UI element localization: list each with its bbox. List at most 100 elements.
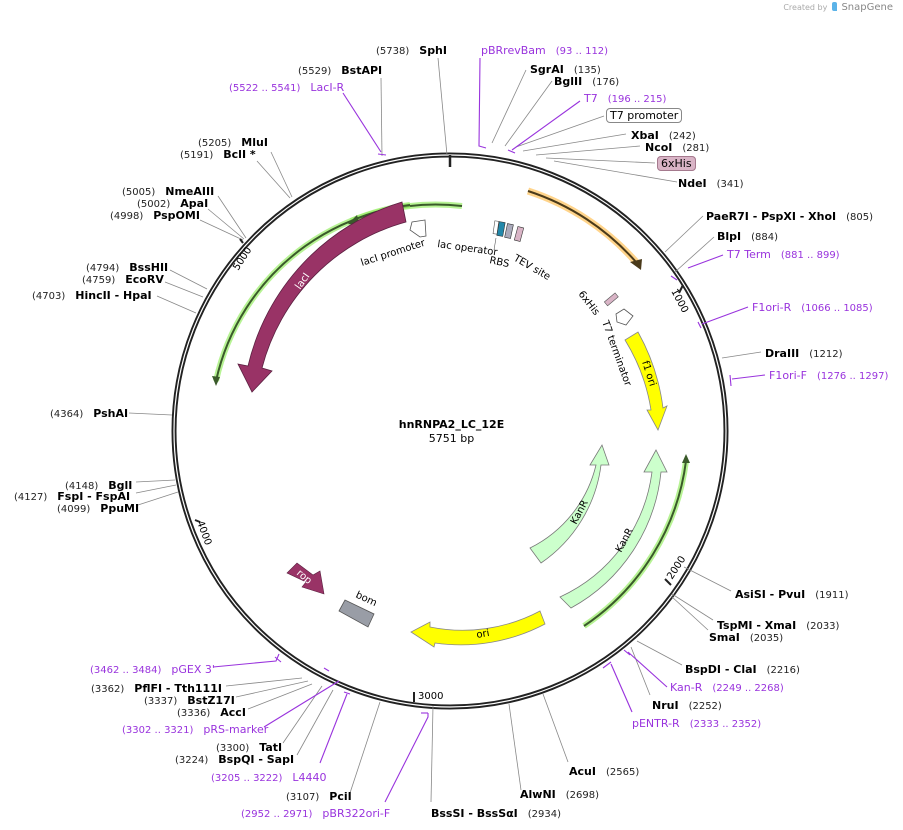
enzyme-label[interactable]: AsiSI - PvuI(1911)	[735, 588, 849, 602]
enzyme-label[interactable]: AlwNI(2698)	[520, 788, 599, 802]
label-name: BstZ17I	[187, 694, 235, 707]
primer-label[interactable]: F1ori-R(1066 .. 1085)	[752, 301, 873, 315]
plasmid-name: hnRNPA2_LC_12E	[398, 418, 505, 431]
label-position: (3224)	[175, 755, 209, 766]
enzyme-label[interactable]: (5738)SphI	[376, 44, 447, 58]
feature-f1-ori[interactable]: f1 ori	[624, 331, 668, 431]
label-position: (281)	[682, 143, 710, 154]
plasmid-length: 5751 bp	[428, 432, 475, 445]
enzyme-label[interactable]: (3336)AccI	[177, 706, 246, 720]
feature-rop[interactable]: rop	[286, 562, 325, 595]
label-position: (3362)	[91, 684, 125, 695]
feature-6xhis-t7term[interactable]: 6xHis T7 terminator	[576, 289, 634, 389]
label-name: PciI	[329, 790, 352, 803]
enzyme-label[interactable]: BlpI(884)	[717, 230, 778, 244]
enzyme-label[interactable]: (3107) PciI	[286, 790, 352, 804]
enzyme-label[interactable]: (5005)NmeAIII	[122, 185, 214, 199]
enzyme-label[interactable]: (3362)PflFI - Tth111I	[91, 682, 222, 696]
label-name: XbaI	[631, 129, 659, 142]
label-position: (4364)	[50, 409, 84, 420]
primer-label[interactable]: (2952 .. 2971)pBR322ori-F	[241, 807, 390, 821]
label-position: (2952 .. 2971)	[241, 809, 313, 820]
label-position: (341)	[716, 179, 744, 190]
label-position: (2035)	[749, 633, 784, 644]
label-position: (5529)	[298, 66, 332, 77]
primer-label[interactable]: T7 Term (881 .. 899)	[727, 248, 840, 262]
label-position: (1066 .. 1085)	[801, 303, 873, 314]
enzyme-label[interactable]: SgrAI(135)	[530, 63, 601, 77]
label-name: HincII - HpaI	[75, 289, 152, 302]
label-name: DraIII	[765, 347, 800, 360]
enzyme-label[interactable]: (4364)PshAI	[50, 407, 128, 421]
enzyme-label[interactable]: SmaI(2035)	[709, 631, 783, 645]
label-position: (4127)	[14, 492, 48, 503]
label-name: BclI *	[223, 148, 256, 161]
enzyme-label[interactable]: AcuI(2565)	[569, 765, 639, 779]
enzyme-label[interactable]: NruI(2252)	[652, 699, 722, 713]
label-position: (4794)	[86, 263, 120, 274]
enzyme-label[interactable]: DraIII (1212)	[765, 347, 843, 361]
feature-bom[interactable]: bom	[338, 590, 379, 628]
feature-box-label[interactable]: T7 promoter	[606, 108, 683, 123]
enzyme-label[interactable]: (4998)PspOMI	[110, 209, 200, 223]
feature-ori[interactable]: ori	[410, 610, 546, 648]
enzyme-label[interactable]: TspMI - XmaI(2033)	[717, 619, 839, 633]
enzyme-label[interactable]: NcoI(281)	[645, 141, 709, 155]
enzyme-label[interactable]: (5529)BstAPI	[298, 64, 382, 78]
label-name: BglI	[108, 479, 133, 492]
enzyme-label[interactable]: NdeI(341)	[678, 177, 744, 191]
primer-label[interactable]: (3205 .. 3222)L4440	[211, 771, 327, 785]
label-name: T7 Term	[727, 248, 771, 261]
label-position: (3462 .. 3484)	[90, 665, 162, 676]
feature-box-label[interactable]: 6xHis	[657, 156, 696, 171]
feature-small-boxes[interactable]: lac operator RBS TEV site	[437, 220, 553, 283]
credit-prefix: Created by	[783, 3, 828, 12]
primer-label[interactable]: (3462 .. 3484)pGEX 3'	[90, 663, 215, 677]
enzyme-label[interactable]: (5191)BclI *	[180, 148, 256, 162]
primer-label[interactable]: T7 (196 .. 215)	[584, 92, 666, 106]
label-name: T7	[584, 92, 598, 105]
label-position: (3107)	[286, 792, 320, 803]
enzyme-label[interactable]: BspDI - ClaI(2216)	[685, 663, 800, 677]
enzyme-label[interactable]: XbaI (242)	[631, 129, 696, 143]
enzyme-label[interactable]: (4759)EcoRV	[82, 273, 164, 287]
primer-label[interactable]: (3302 .. 3321)pRS-marker	[122, 723, 268, 737]
label-position: (196 .. 215)	[607, 94, 667, 105]
label-position: (242)	[668, 131, 696, 142]
label-position: (881 .. 899)	[780, 250, 840, 261]
enzyme-label[interactable]: (3337)BstZ17I	[144, 694, 235, 708]
enzyme-label[interactable]: (5002)ApaI	[137, 197, 208, 211]
label-position: (3302 .. 3321)	[122, 725, 194, 736]
enzyme-label[interactable]: (4127)FspI - FspAI	[14, 490, 130, 504]
primer-label[interactable]: pENTR-R(2333 .. 2352)	[632, 717, 761, 731]
label-name: AccI	[220, 706, 246, 719]
enzyme-label[interactable]: PaeR7I - PspXI - XhoI(805)	[706, 210, 873, 224]
label-name: BglII	[554, 75, 583, 88]
primer-label[interactable]: Kan-R(2249 .. 2268)	[670, 681, 784, 695]
enzyme-label[interactable]: (3224)BspQI - SapI	[175, 753, 294, 767]
label-position: (805)	[846, 212, 874, 223]
enzyme-label[interactable]: (5205)MluI	[198, 136, 268, 150]
enzyme-label[interactable]: (4148) BglI	[65, 479, 132, 493]
label-name: L4440	[292, 771, 327, 784]
label-name: SgrAI	[530, 63, 564, 76]
label-position: (1212)	[809, 349, 843, 360]
enzyme-label[interactable]: BglII(176)	[554, 75, 619, 89]
feature-lacI[interactable]: lacI	[237, 201, 407, 393]
enzyme-label[interactable]: (4703) HincII - HpaI	[32, 289, 152, 303]
enzyme-label[interactable]: (4794)BssHII	[86, 261, 168, 275]
label-position: (2934)	[527, 809, 562, 820]
enzyme-label[interactable]: BssSI - BssSαI(2934)	[431, 807, 561, 821]
primer-label[interactable]: F1ori-F(1276 .. 1297)	[769, 369, 888, 383]
enzyme-label[interactable]: (4099)PpuMI	[57, 502, 139, 516]
primer-label[interactable]: pBRrevBam(93 .. 112)	[481, 44, 608, 58]
label-position: (4703)	[32, 291, 66, 302]
label-position: (4148)	[65, 481, 99, 492]
label-position: (5738)	[376, 46, 410, 57]
svg-text:TEV site: TEV site	[511, 253, 552, 283]
feature-kanR-1[interactable]: KanR	[529, 444, 610, 564]
label-name: Kan-R	[670, 681, 703, 694]
enzyme-label[interactable]: (3300)TatI	[216, 741, 282, 755]
primer-label[interactable]: (5522 .. 5541)LacI-R	[229, 81, 344, 95]
